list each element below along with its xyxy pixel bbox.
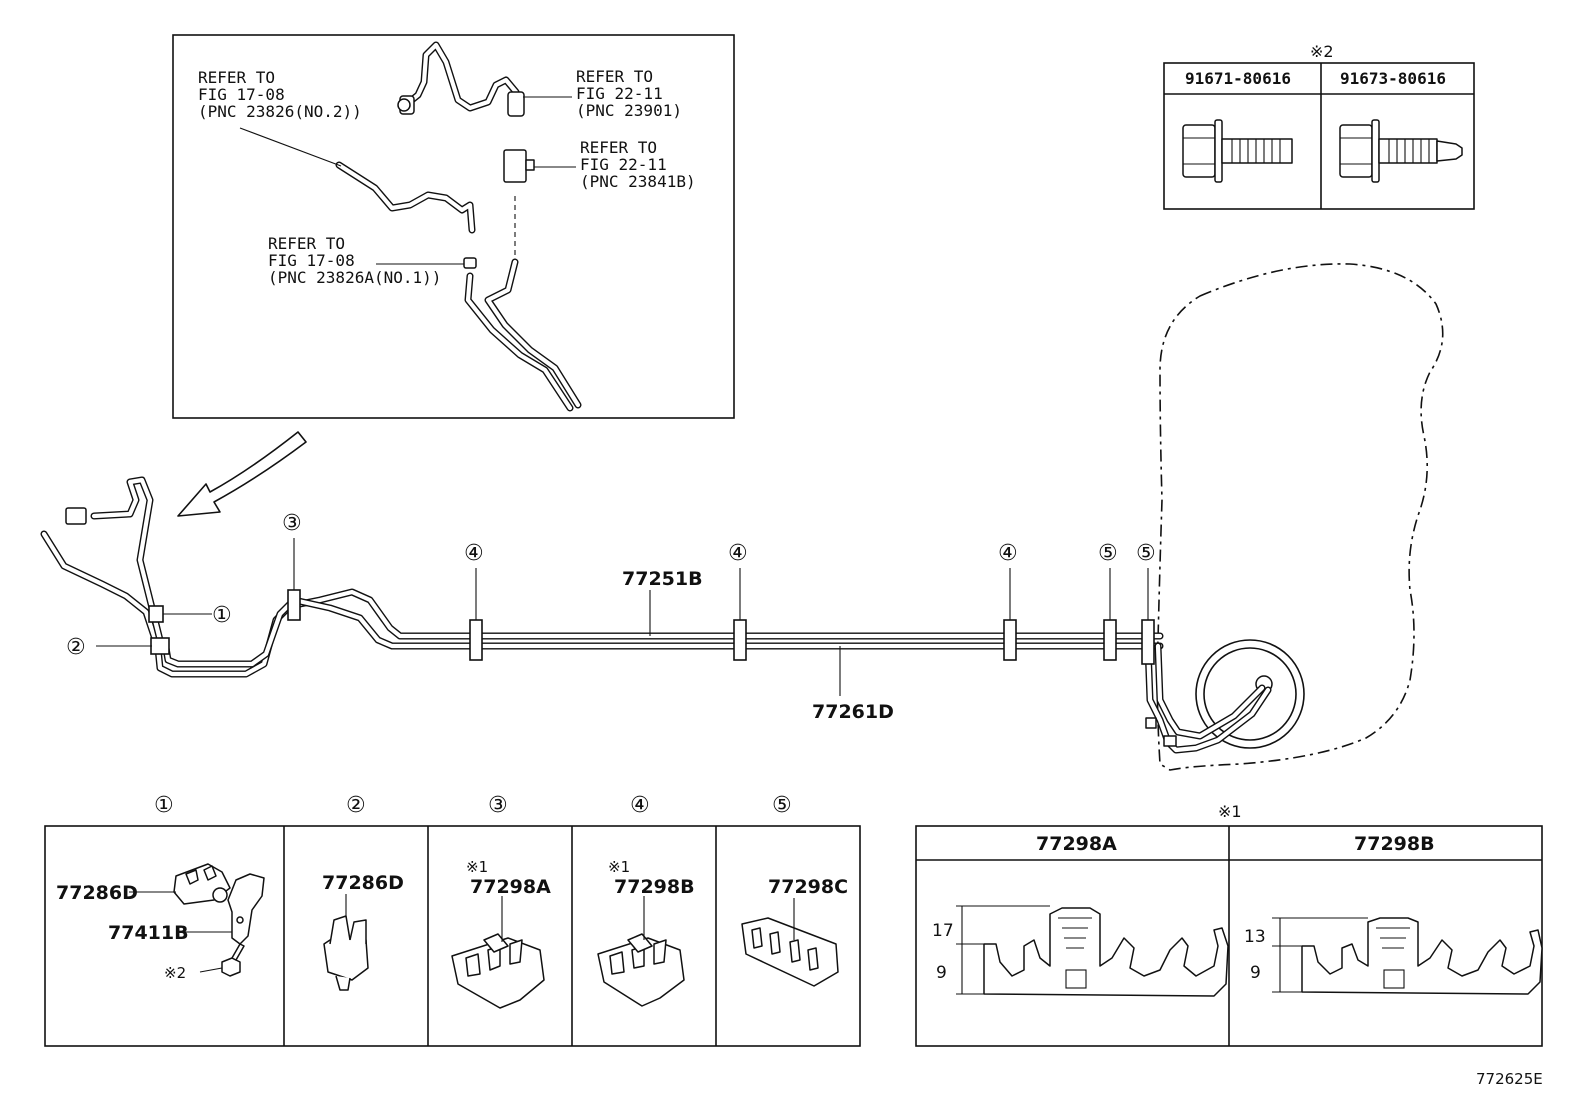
callout-3: ③ [282,511,302,536]
connector-clip-icon [503,149,527,183]
parts-col-num-1: ① [154,793,174,818]
part-77298b-clamp-icon [597,933,685,1007]
part-label-77298b: 77298B [614,876,695,898]
detail-inset: REFER TO FIG 17-08 (PNC 23826(NO.2)) REF… [172,34,735,419]
clamp-header-a: 77298A [1036,833,1117,855]
parts-col-num-4: ④ [630,793,650,818]
hose-fitting-icon [507,91,525,117]
fuel-pump-ring [1195,639,1305,749]
callout-4b: ④ [728,541,748,566]
clamp-dimension-table: ※1 77298A 77298B 17 9 13 9 [915,802,1543,1047]
fuel-tank-outline [1156,263,1444,771]
callout-5a: ⑤ [1098,541,1118,566]
clamp-4a [469,619,483,661]
part-77286d-clip-icon [323,915,369,991]
bolt-header-2: 91673-80616 [1340,69,1446,88]
clamp-1 [148,605,164,623]
callout-4a: ④ [464,541,484,566]
clamp-4b [733,619,747,661]
bolt-small-icon [221,943,245,977]
figure-id: 772625E [1476,1070,1543,1088]
callout-1: ① [212,603,232,628]
clamp-profile-a-icon [983,907,1229,997]
pipe-assembly: ① ② ③ ④ ④ ④ ⑤ ⑤ 77251B 77261D [40,476,1272,754]
detail-arrow-icon [177,431,307,517]
clamp-5a [1103,619,1117,661]
label-77261d: 77261D [812,701,894,723]
inset-ref-4: REFER TO FIG 17-08 (PNC 23826A(NO.1)) [268,234,441,287]
part-label-77286d-2: 77286D [322,872,404,894]
inset-ref-1: REFER TO FIG 17-08 (PNC 23826(NO.2)) [198,68,362,121]
part-label-77411b: 77411B [108,922,189,944]
clamp-table-note: ※1 [1218,802,1242,821]
part-77411b-bracket-icon [227,873,265,945]
parts-col-num-3: ③ [488,793,508,818]
part-77286d-bracket-icon [173,863,231,905]
left-connector-icon [65,507,87,525]
bolt-table: ※2 91671-80616 91673-80616 [1163,42,1475,210]
part-note-1a: ※1 [466,858,488,876]
right-fitting-icon [1145,717,1157,729]
label-77251b: 77251B [622,568,703,590]
part-note-1b: ※1 [608,858,630,876]
inset-pipe-left [335,161,476,234]
parts-table: ① ② ③ ④ ⑤ 77286D 77411B ※2 [44,793,861,1047]
dim-a-top: 17 [932,921,954,941]
clamp-4c [1003,619,1017,661]
callout-2: ② [66,635,86,660]
bolt-91671-icon [1182,119,1293,183]
part-label-77298a: 77298A [470,876,551,898]
parts-col-num-2: ② [346,793,366,818]
callout-4c: ④ [998,541,1018,566]
part-77298a-clamp-icon [451,933,545,1009]
clamp-2 [150,637,170,655]
inset-frame [172,34,735,419]
pipe-end-icon [463,257,477,269]
clamp-header-b: 77298B [1354,833,1435,855]
part-77298c-clamp-icon [741,917,839,987]
parts-col-num-5: ⑤ [772,793,792,818]
clamp-3 [287,589,301,621]
bolt-91673-icon [1339,119,1463,183]
part-label-77298c: 77298C [768,876,848,898]
callout-5b: ⑤ [1136,541,1156,566]
inset-ref-2: REFER TO FIG 22-11 (PNC 23901) [576,67,682,120]
dim-a-bottom: 9 [936,963,947,983]
inset-ref-3: REFER TO FIG 22-11 (PNC 23841B) [580,138,696,191]
bolt-header-1: 91671-80616 [1185,69,1291,88]
clamp-5b [1141,619,1155,665]
clamp-profile-b-icon [1301,917,1543,995]
dim-b-top: 13 [1244,927,1266,947]
part-label-77286d-1: 77286D [56,882,138,904]
bolt-table-note: ※2 [1310,42,1334,61]
part-note-2: ※2 [164,964,186,982]
dim-b-bottom: 9 [1250,963,1261,983]
